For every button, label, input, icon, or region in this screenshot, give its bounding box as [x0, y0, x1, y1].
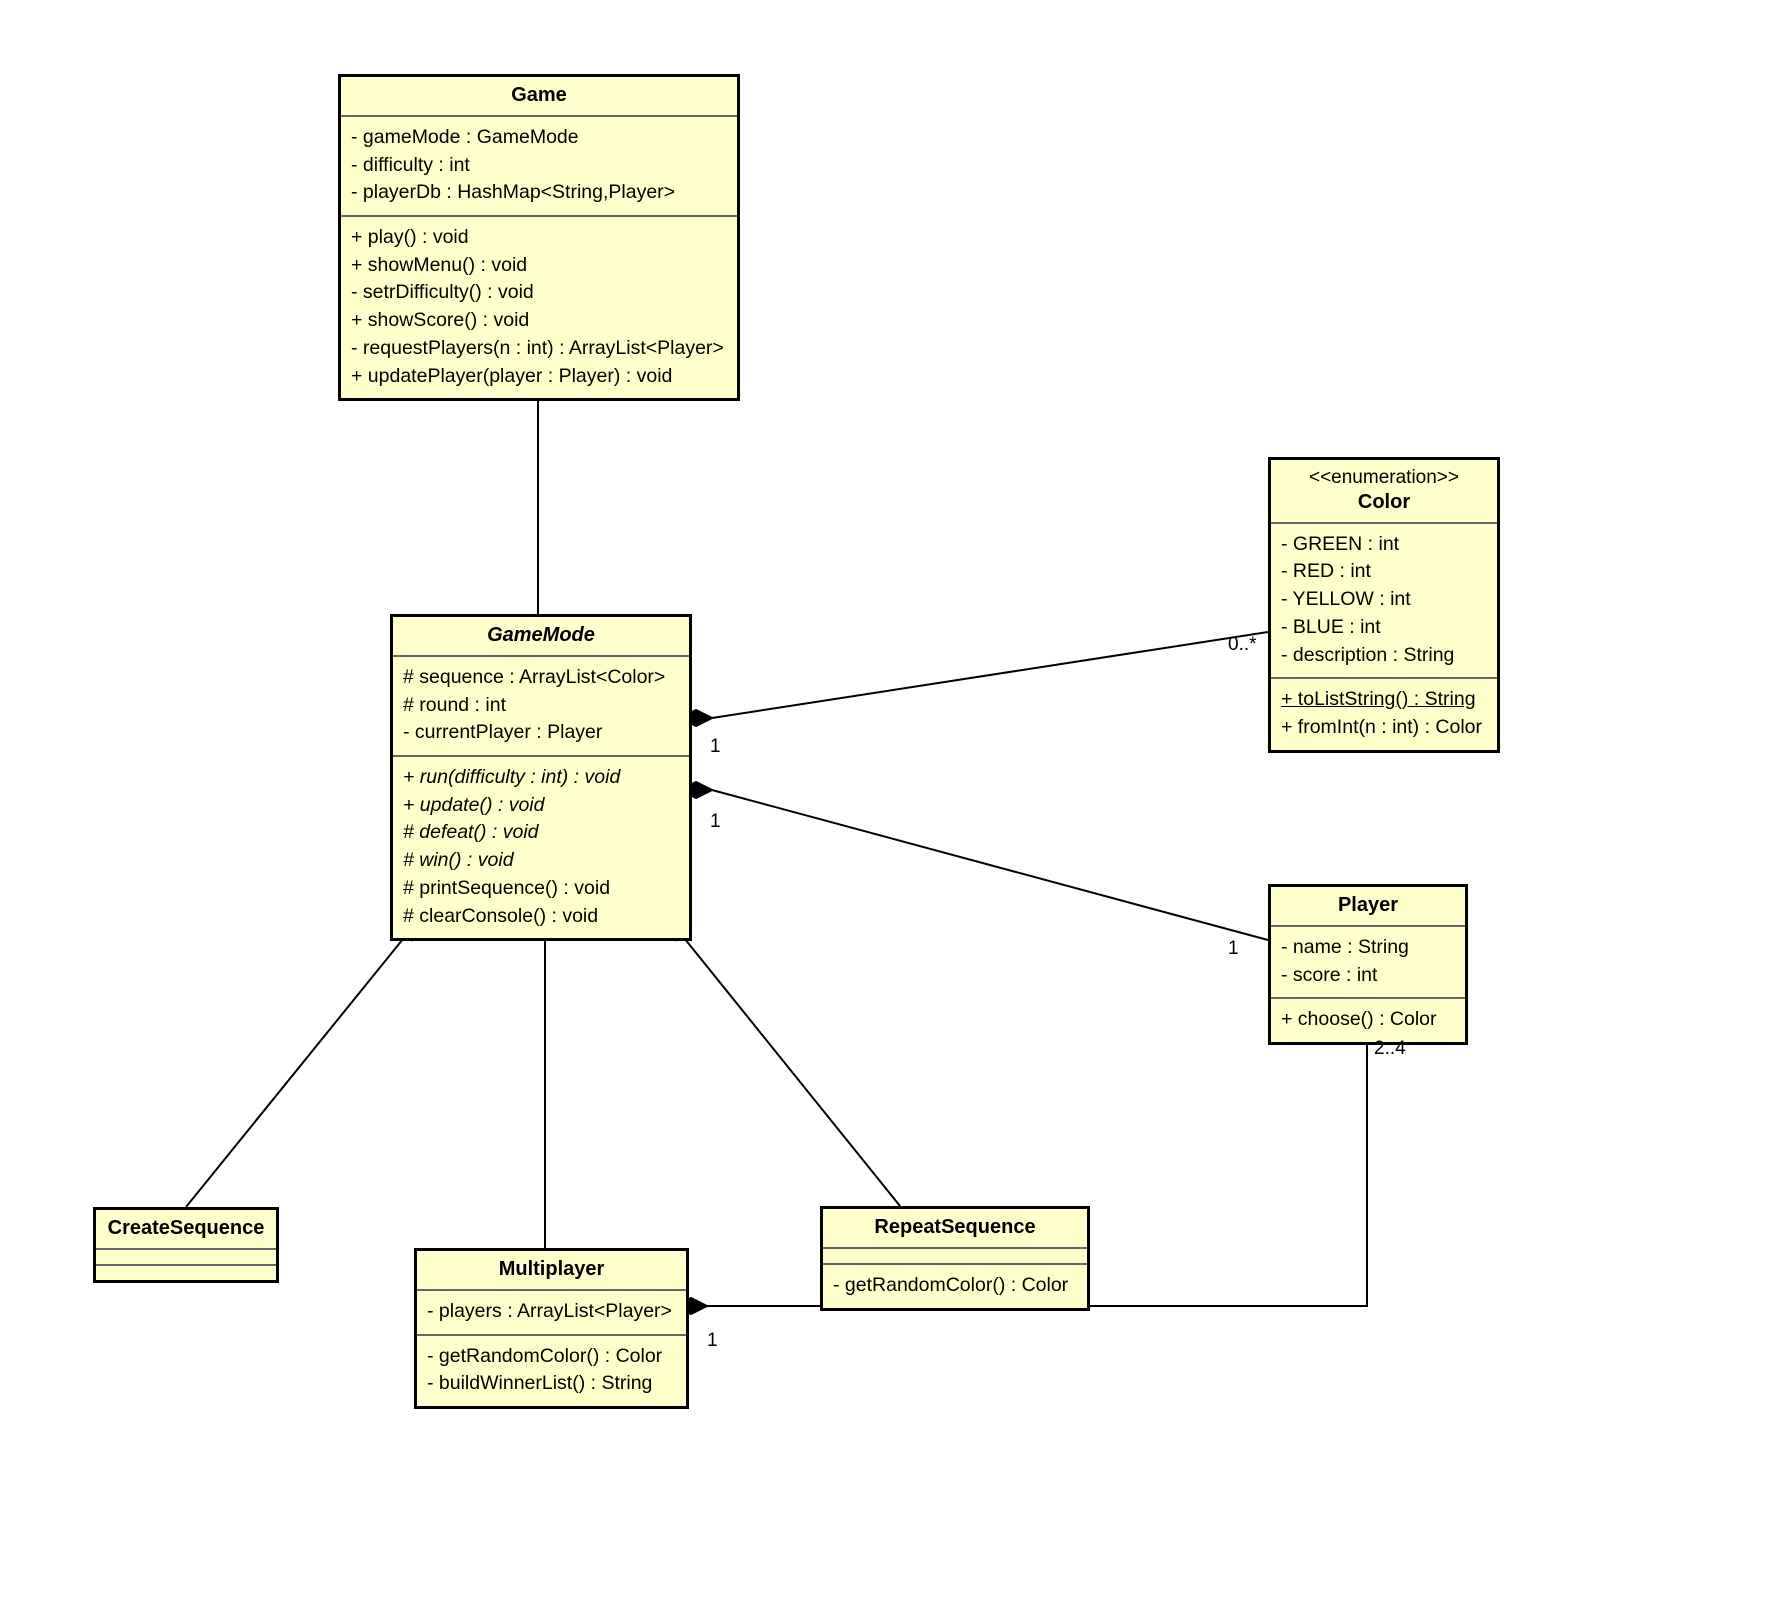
- method-row: - getRandomColor() : Color: [833, 1274, 1069, 1296]
- separator: [417, 1333, 686, 1336]
- attribute-row: # round : int: [403, 693, 506, 716]
- multiplicity-player-end: 1: [1228, 938, 1239, 959]
- attribute-row: - gameMode : GameMode: [351, 126, 579, 148]
- method-row: + choose() : Color: [1281, 1008, 1437, 1031]
- separator: [1271, 997, 1465, 1000]
- methods-compartment-color: + toListString() : String + fromInt(n : …: [1271, 679, 1497, 749]
- attribute-row: - difficulty : int: [351, 153, 470, 176]
- attribute-row: - GREEN : int: [1281, 532, 1400, 555]
- method-row: + updatePlayer(player : Player) : void: [351, 364, 673, 387]
- multiplicity-multiplayer-end: 1: [707, 1330, 718, 1351]
- attribute-row: - YELLOW : int: [1281, 588, 1411, 611]
- attribute-row: - name : String: [1281, 936, 1409, 958]
- attribute-row: - playerDb : HashMap<String,Player>: [351, 181, 676, 204]
- attribute-row: - score : int: [1281, 963, 1378, 986]
- method-row: - getRandomColor() : Color: [427, 1344, 663, 1367]
- method-row: + fromInt(n : int) : Color: [1281, 715, 1483, 738]
- edge-gamemode-color: [711, 631, 1269, 719]
- attribute-row: - currentPlayer : Player: [403, 721, 603, 744]
- separator: [96, 1264, 276, 1266]
- method-row: # clearConsole() : void: [403, 904, 599, 927]
- methods-compartment-multiplayer: - getRandomColor() : Color - buildWinner…: [417, 1336, 686, 1406]
- methods-compartment-gamemode: + run(difficulty : int) : void + update(…: [393, 757, 689, 938]
- class-name-label: Color: [1357, 490, 1411, 513]
- class-title-player: Player: [1337, 894, 1399, 916]
- multiplicity-color-end: 0..*: [1228, 634, 1257, 655]
- separator: [341, 215, 737, 218]
- class-box-createsequence[interactable]: CreateSequence: [93, 1207, 279, 1283]
- multiplicity-gamemode-player: 1: [710, 811, 721, 832]
- attributes-compartment-repeatsequence: [823, 1249, 1087, 1263]
- method-row: - requestPlayers(n : int) : ArrayList<Pl…: [351, 336, 724, 359]
- class-box-multiplayer[interactable]: Multiplayer - players : ArrayList<Player…: [414, 1248, 689, 1410]
- attribute-row: - players : ArrayList<Player>: [427, 1300, 672, 1322]
- class-title-repeatsequence: RepeatSequence: [874, 1216, 1036, 1238]
- attribute-row: - BLUE : int: [1281, 615, 1381, 638]
- method-row: + run(difficulty : int) : void: [403, 766, 621, 789]
- attributes-compartment-color: - GREEN : int - RED : int - YELLOW : int…: [1271, 524, 1497, 677]
- edge-gamemode-player: [711, 789, 1269, 941]
- methods-compartment-game: + play() : void + showMenu() : void - se…: [341, 217, 737, 398]
- separator: [417, 1289, 686, 1291]
- method-row: # defeat() : void: [403, 821, 539, 844]
- attributes-compartment-gamemode: # sequence : ArrayList<Color> # round : …: [393, 657, 689, 755]
- method-row: # printSequence() : void: [403, 876, 611, 899]
- class-box-player[interactable]: Player - name : String - score : int + c…: [1268, 884, 1468, 1046]
- class-title-gamemode: GameMode: [487, 624, 595, 646]
- method-row: - buildWinnerList() : String: [427, 1372, 653, 1395]
- methods-compartment-player: + choose() : Color: [1271, 999, 1465, 1042]
- class-box-color[interactable]: <<enumeration>> Color - GREEN : int - RE…: [1268, 457, 1500, 753]
- separator: [96, 1248, 276, 1250]
- class-title-multiplayer: Multiplayer: [498, 1258, 605, 1280]
- class-box-game[interactable]: Game - gameMode : GameMode - difficulty …: [338, 74, 740, 402]
- separator: [393, 755, 689, 758]
- multiplicity-player-multiplayer: 2..4: [1374, 1038, 1406, 1059]
- methods-compartment-createsequence: [96, 1266, 276, 1280]
- methods-compartment-repeatsequence: - getRandomColor() : Color: [823, 1265, 1087, 1308]
- class-box-gamemode[interactable]: GameMode # sequence : ArrayList<Color> #…: [390, 614, 692, 942]
- method-row: + update() : void: [403, 793, 545, 816]
- separator: [393, 655, 689, 657]
- attribute-row: - RED : int: [1281, 560, 1371, 583]
- class-title-game: Game: [511, 84, 567, 106]
- attributes-compartment-multiplayer: - players : ArrayList<Player>: [417, 1291, 686, 1334]
- separator: [1271, 521, 1497, 524]
- method-row-static: + toListString() : String: [1281, 688, 1476, 711]
- attributes-compartment-player: - name : String - score : int: [1271, 927, 1465, 997]
- multiplicity-gamemode-color: 1: [710, 736, 721, 757]
- method-row: + showScore() : void: [351, 309, 530, 332]
- class-title-color: <<enumeration>> Color: [1271, 460, 1497, 522]
- attributes-compartment-game: - gameMode : GameMode - difficulty : int…: [341, 117, 737, 215]
- class-box-repeatsequence[interactable]: RepeatSequence - getRandomColor() : Colo…: [820, 1206, 1090, 1311]
- method-row: # win() : void: [403, 849, 514, 872]
- separator: [341, 115, 737, 117]
- separator: [1271, 925, 1465, 927]
- attribute-row: # sequence : ArrayList<Color>: [403, 666, 666, 688]
- method-row: + play() : void: [351, 226, 469, 249]
- class-title-createsequence: CreateSequence: [107, 1217, 265, 1239]
- method-row: - setrDifficulty() : void: [351, 281, 534, 304]
- edge-repeatsequence-gamemode: [667, 917, 901, 1207]
- edge-createsequence-gamemode: [185, 917, 421, 1208]
- method-row: + showMenu() : void: [351, 253, 528, 276]
- separator: [1271, 677, 1497, 680]
- attribute-row: - description : String: [1281, 643, 1455, 666]
- attributes-compartment-createsequence: [96, 1250, 276, 1264]
- stereotype-label: <<enumeration>>: [1308, 467, 1459, 488]
